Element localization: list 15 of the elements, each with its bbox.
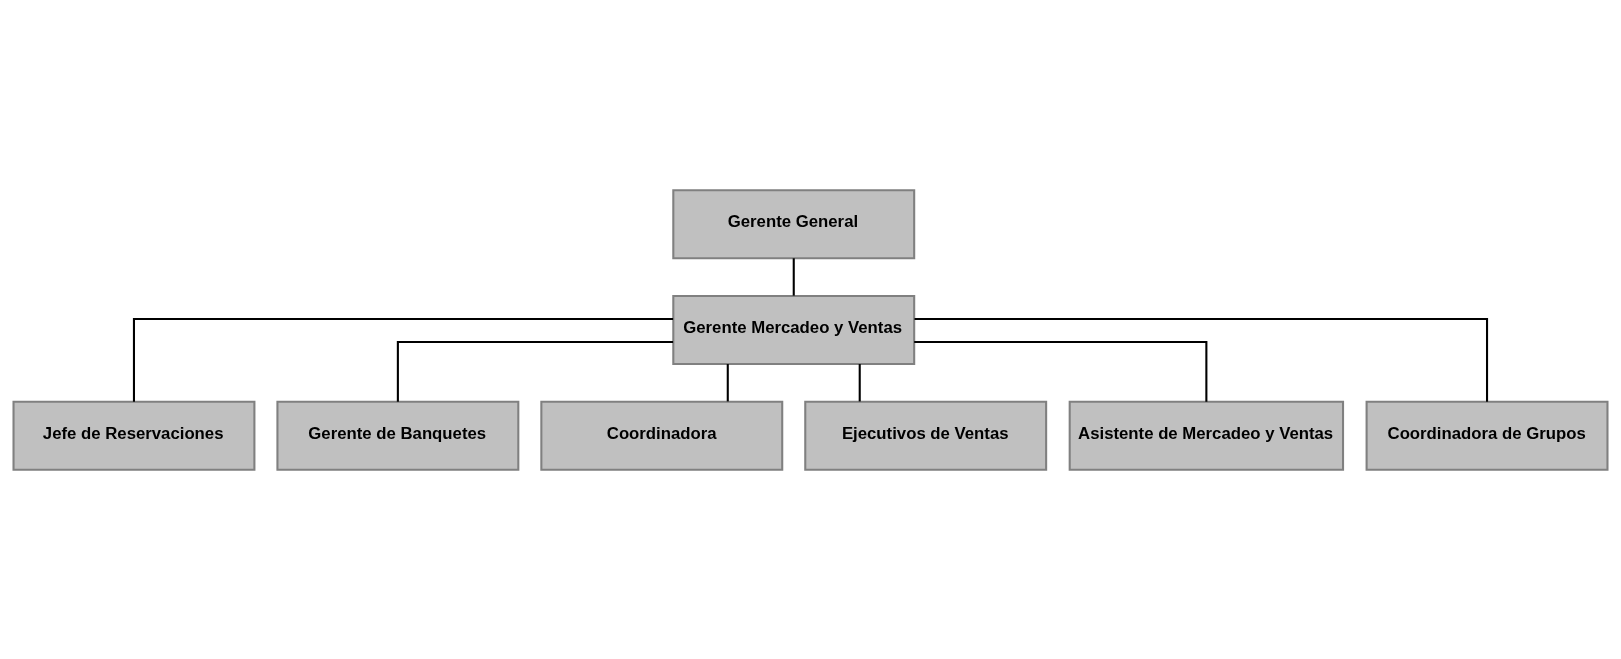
connector: [396, 340, 674, 402]
node-box: Coordinadora: [540, 400, 784, 471]
node-box: Asistente de Mercadeo y Ventas: [1068, 400, 1345, 471]
node-box: Gerente Mercadeo y Ventas: [672, 294, 916, 365]
node-box: Gerente de Banquetes: [276, 400, 520, 471]
node-box: Ejecutivos de Ventas: [804, 400, 1048, 471]
node-box: Coordinadora de Grupos: [1365, 400, 1609, 471]
connector: [914, 317, 1489, 402]
node-box: Jefe de Reservaciones: [12, 400, 256, 471]
connector: [726, 363, 729, 401]
connector: [132, 317, 674, 402]
connector: [858, 363, 861, 401]
node-box: Gerente General: [672, 188, 916, 259]
connector: [792, 257, 795, 296]
connector: [914, 340, 1208, 402]
